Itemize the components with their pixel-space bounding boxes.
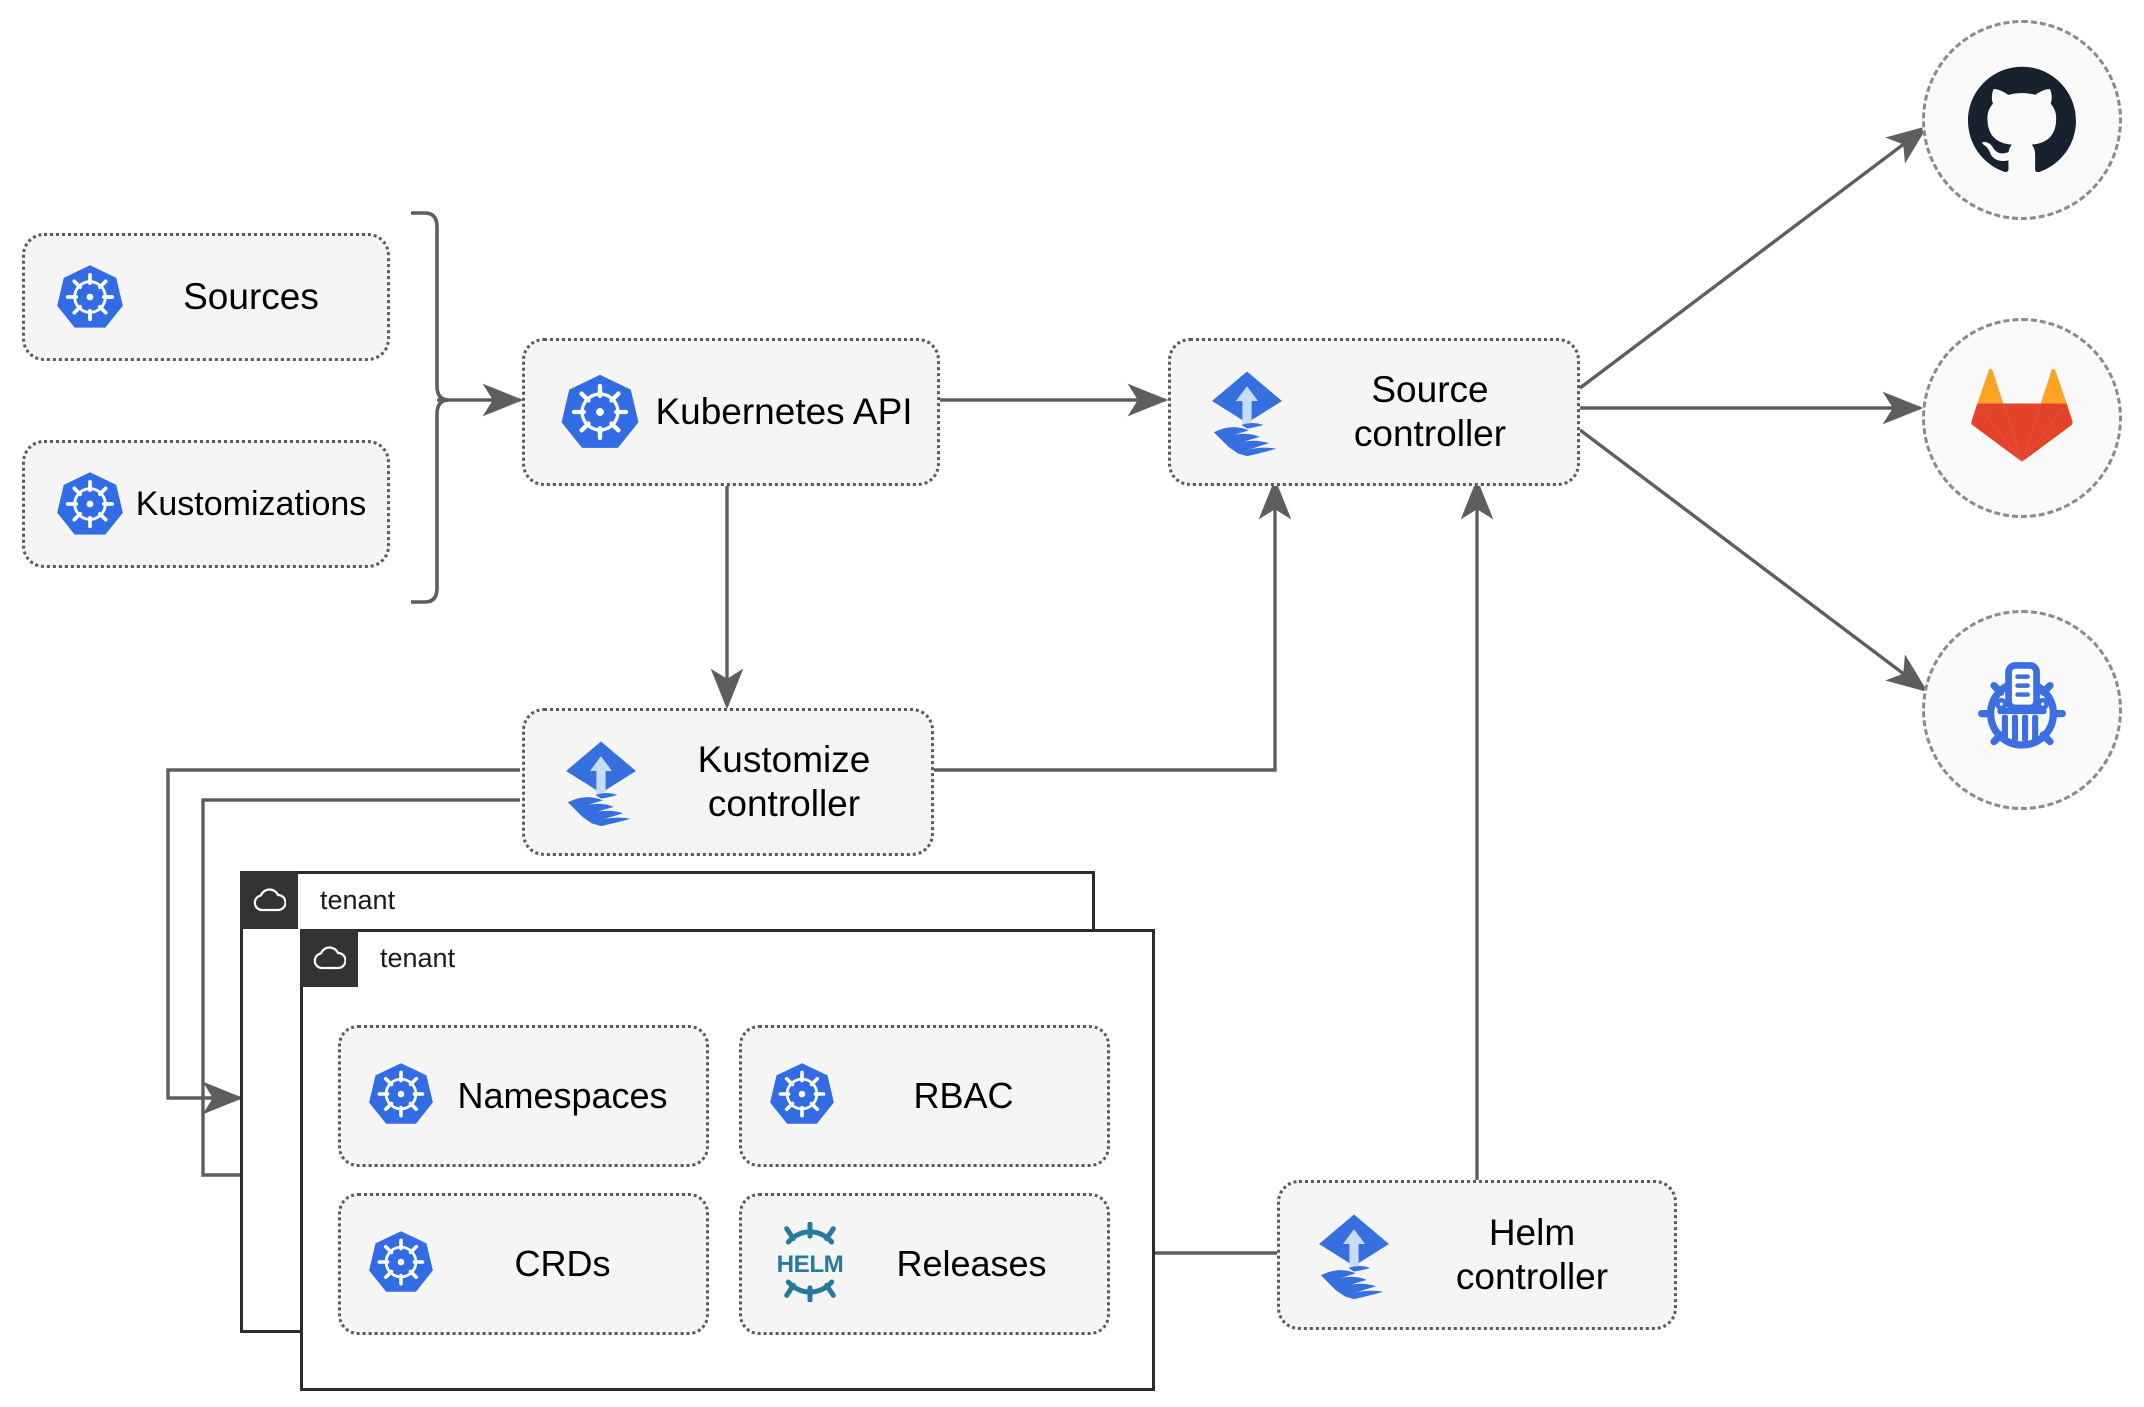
- node-label-source-controller: Source controller: [1353, 369, 1507, 454]
- node-kubernetes-api[interactable]: Kubernetes API: [522, 338, 940, 486]
- tenant-resource-label-crds: CRDs: [514, 1243, 611, 1284]
- flux-icon: [525, 736, 647, 828]
- flux-icon: [1280, 1209, 1400, 1301]
- helm-icon: HELM: [742, 1220, 852, 1307]
- kubernetes-icon: [525, 371, 641, 453]
- node-helm-controller[interactable]: Helm controller: [1277, 1180, 1677, 1330]
- tenant-resource-label-namespaces: Namespaces: [457, 1075, 668, 1116]
- tenant-resource-releases[interactable]: HELM Releases: [739, 1193, 1110, 1335]
- resource-label-sources: Sources: [183, 276, 319, 318]
- node-label-helm-controller: Helm controller: [1455, 1212, 1609, 1297]
- helm-repository-icon: [1966, 652, 2078, 769]
- provider-helm-repository[interactable]: [1922, 610, 2122, 810]
- github-icon: [1968, 64, 2076, 177]
- provider-github[interactable]: [1922, 20, 2122, 220]
- svg-text:HELM: HELM: [777, 1251, 844, 1278]
- provider-gitlab[interactable]: [1922, 318, 2122, 518]
- kubernetes-icon: [25, 469, 125, 539]
- tenant-header-front: tenant: [300, 929, 455, 987]
- tenant-resource-label-releases: Releases: [896, 1243, 1047, 1284]
- tenant-resource-rbac[interactable]: RBAC: [739, 1025, 1110, 1167]
- kubernetes-icon: [341, 1060, 435, 1133]
- flux-icon: [1171, 366, 1293, 458]
- resource-box-sources[interactable]: Sources: [22, 233, 390, 361]
- tenant-resource-label-rbac: RBAC: [913, 1075, 1014, 1116]
- tenant-resource-grid: Namespaces: [338, 1025, 1110, 1335]
- gitlab-icon: [1970, 366, 2074, 471]
- node-source-controller[interactable]: Source controller: [1168, 338, 1580, 486]
- kubernetes-icon: [742, 1060, 836, 1133]
- tenant-resource-namespaces[interactable]: Namespaces: [338, 1025, 709, 1167]
- tenant-label-front: tenant: [380, 942, 456, 973]
- resource-label-kustomizations: Kustomizations: [135, 484, 367, 523]
- kubernetes-icon: [341, 1228, 435, 1301]
- node-kustomize-controller[interactable]: Kustomize controller: [522, 708, 934, 856]
- kubernetes-icon: [25, 262, 125, 332]
- tenant-resource-crds[interactable]: CRDs: [338, 1193, 709, 1335]
- tenant-label-back: tenant: [320, 884, 396, 915]
- node-label-kubernetes-api: Kubernetes API: [655, 391, 913, 433]
- tenant-header-back: tenant: [240, 871, 395, 929]
- cloud-icon: [300, 929, 358, 987]
- node-label-kustomize-controller: Kustomize controller: [697, 739, 871, 824]
- cloud-icon: [240, 871, 298, 929]
- resource-box-kustomizations[interactable]: Kustomizations: [22, 440, 390, 568]
